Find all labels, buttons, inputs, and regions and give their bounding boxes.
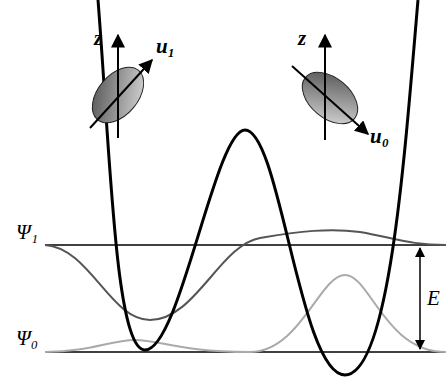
state-label: Ψ₁ [16, 222, 38, 243]
energy-arrow [419, 248, 421, 349]
energy-label: E [427, 288, 440, 309]
axis-label: z [298, 28, 306, 49]
z-axis-arrow [117, 35, 119, 138]
wavefunction-curve [45, 230, 446, 320]
axis-label: z [94, 28, 102, 49]
potential-curve [98, 0, 418, 375]
orientation-arrow [292, 66, 368, 134]
vector-label: u₁ [156, 36, 175, 57]
z-axis-arrow [324, 35, 326, 140]
state-label: Ψ₀ [16, 328, 38, 349]
vector-label: u₀ [370, 126, 389, 147]
orientation-arrow [90, 60, 152, 128]
molecule-ellipsoid [293, 62, 368, 134]
